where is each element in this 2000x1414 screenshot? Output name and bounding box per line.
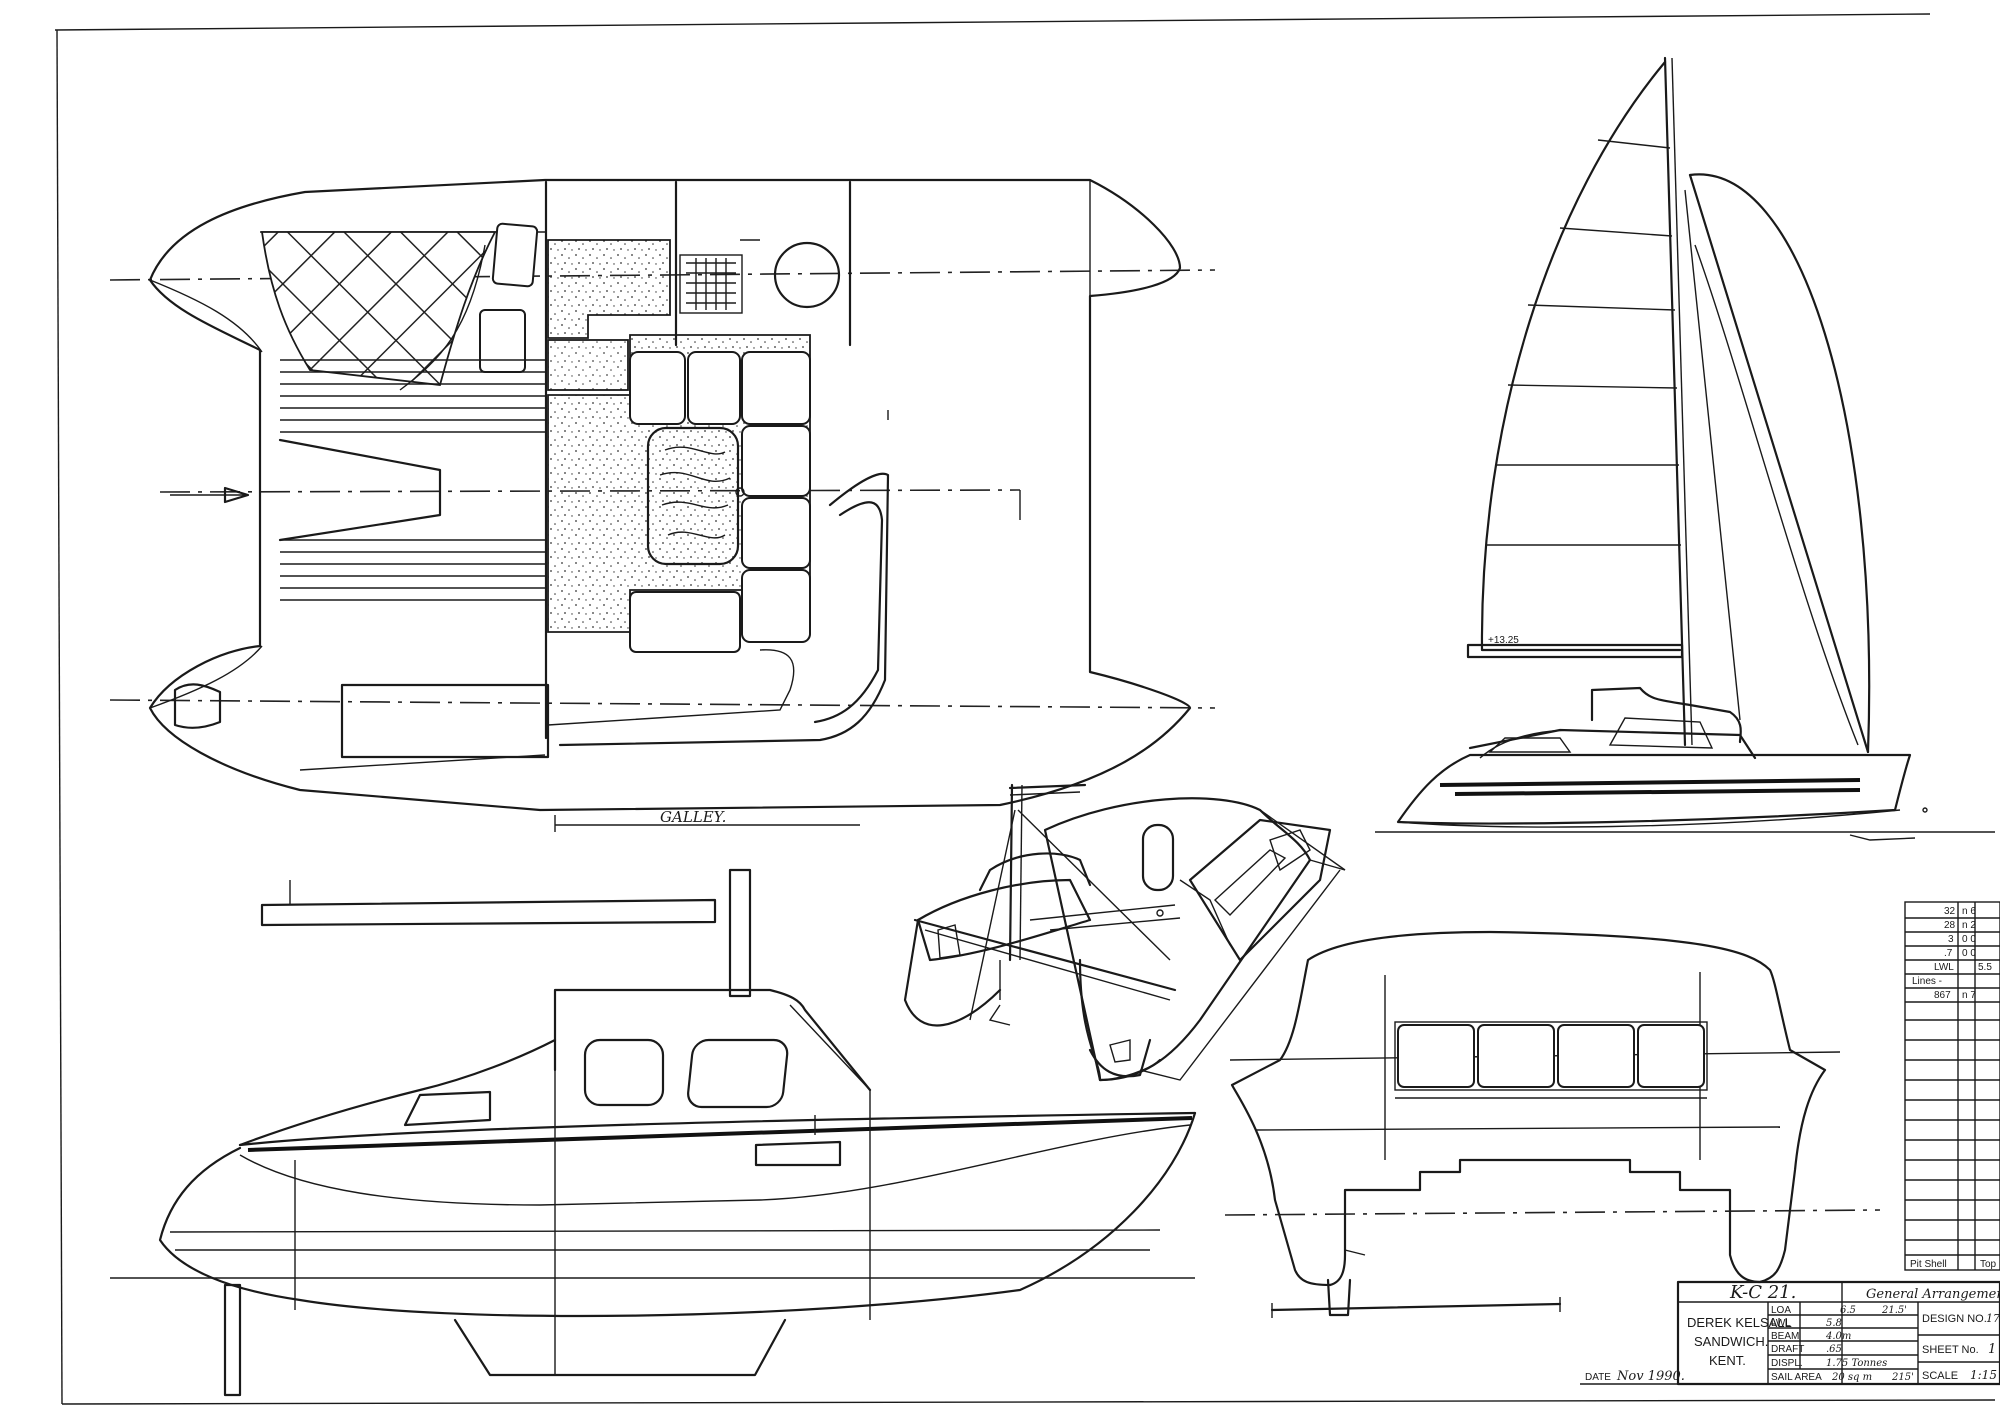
galley-label: GALLEY. xyxy=(660,808,726,826)
spec-label-sail-area: SAIL AREA xyxy=(1771,1372,1822,1383)
table-row-4-b: 5.5 xyxy=(1978,962,1992,973)
sail-plan: +13.25 xyxy=(1375,56,1995,841)
spec-label-lwl: LWL xyxy=(1771,1318,1791,1329)
spec-value-loa: 6.5 xyxy=(1840,1305,1856,1316)
table-row-0-a: 32 xyxy=(1944,906,1956,917)
spec-value-draft: .65 xyxy=(1826,1344,1842,1355)
table-row-0-b: n 6 xyxy=(1962,906,1976,917)
dinette-cushions xyxy=(629,351,811,653)
designer-line-2: SANDWICH. xyxy=(1694,1334,1768,1349)
offset-table: 32 n 6 28 n 2 3 0 0 .7 0 0 LWL 5.5 Lines… xyxy=(1904,901,2000,1271)
scale-value: 1:15 xyxy=(1970,1368,1997,1382)
galley-grate xyxy=(686,258,736,310)
table-row-4-a: LWL xyxy=(1934,962,1954,973)
design-no-label: DESIGN NO. xyxy=(1922,1313,1987,1325)
date-label: DATE xyxy=(1585,1372,1611,1383)
drawing-title: General Arrangement xyxy=(1866,1287,2000,1302)
title-block: K-C 21. General Arrangement DEREK KELSAL… xyxy=(1580,1280,2000,1386)
table-row-2-b: 0 0 xyxy=(1962,934,1976,945)
table-row-6-a: 867 xyxy=(1934,990,1951,1001)
spec-label-draft: DRAFT xyxy=(1771,1344,1804,1355)
date-value: Nov 1990. xyxy=(1616,1369,1685,1384)
table-row-3-a: .7 xyxy=(1944,948,1953,959)
table-footer-left: Pit Shell xyxy=(1910,1259,1947,1270)
spec-label-loa: LOA xyxy=(1771,1305,1791,1316)
plan-view: GALLEY. xyxy=(109,178,1216,832)
scale-label: SCALE xyxy=(1922,1370,1958,1382)
sail-mark-label: +13.25 xyxy=(1488,635,1519,646)
plan-steps xyxy=(278,359,545,601)
spec-value-sail-area: 20 sq m xyxy=(1831,1372,1872,1383)
spec-value-lwl: 5.8 xyxy=(1826,1318,1842,1329)
spec-value-displ: 1.75 Tonnes xyxy=(1826,1358,1887,1369)
spec-label-beam: BEAM xyxy=(1771,1331,1799,1342)
table-row-3-b: 0 0 xyxy=(1962,948,1976,959)
table-footer-right: Top xyxy=(1980,1259,1997,1270)
end-view xyxy=(1224,930,1881,1318)
sheet-no-label: SHEET No. xyxy=(1922,1344,1979,1356)
side-profile xyxy=(110,868,1197,1397)
sheet-border xyxy=(54,13,1996,1405)
spec-extra-sail-area: 215' xyxy=(1891,1372,1914,1383)
design-no-value: 17 xyxy=(1986,1312,2000,1325)
designer-line-3: KENT. xyxy=(1709,1353,1746,1368)
spec-extra-loa: 21.5' xyxy=(1881,1305,1907,1316)
design-name: K-C 21. xyxy=(1729,1282,1796,1303)
table-row-1-b: n 2 xyxy=(1962,920,1976,931)
end-view-cushions xyxy=(1394,1021,1708,1099)
spec-value-beam: 4.0m xyxy=(1825,1331,1851,1342)
sheet-no-value: 1 xyxy=(1988,1342,1996,1357)
table-row-6-b: n 7 xyxy=(1962,990,1976,1001)
spec-label-displ: DISPL. xyxy=(1771,1358,1803,1369)
designer-line-1: DEREK KELSALL xyxy=(1687,1315,1792,1330)
table-row-1-a: 28 xyxy=(1944,920,1956,931)
table-row-5-a: Lines - xyxy=(1912,976,1942,987)
table-row-2-a: 3 xyxy=(1948,934,1954,945)
perspective-view xyxy=(903,783,1346,1082)
